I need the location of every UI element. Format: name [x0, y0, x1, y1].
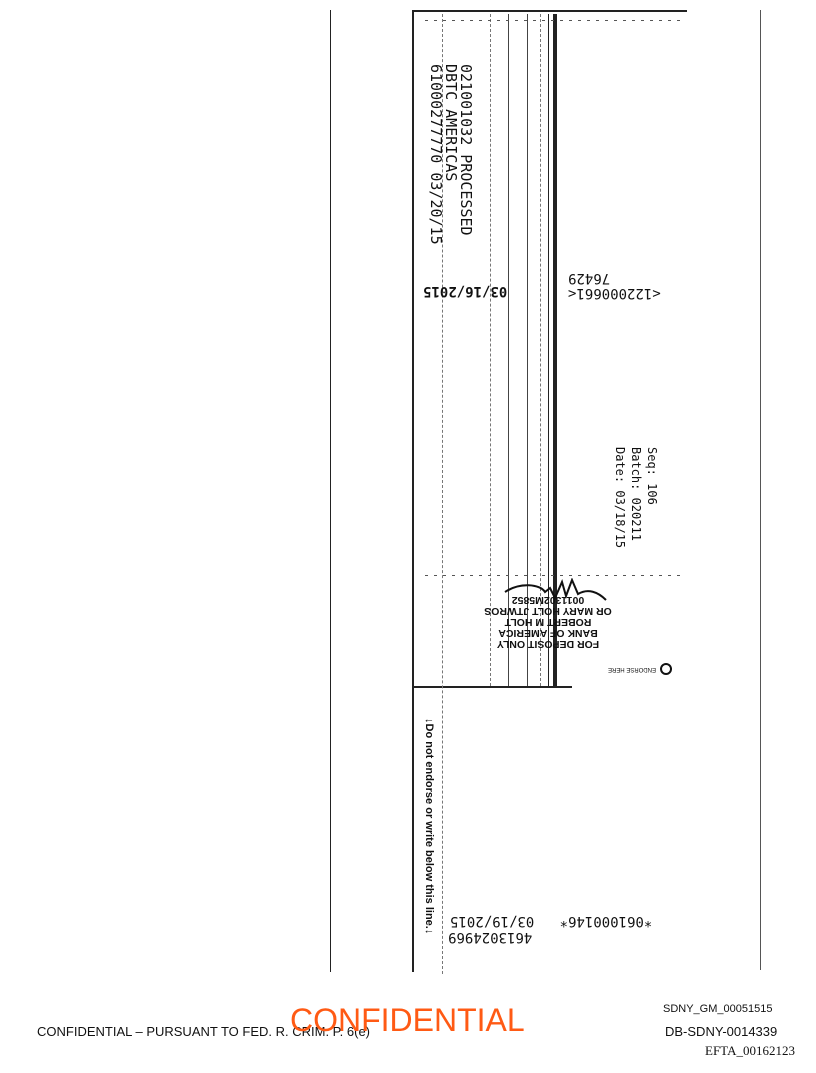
endorsement-line: BANK OF AMERICA	[498, 627, 598, 639]
processed-line: 61000277770 03/20/15	[427, 64, 445, 245]
check-edge-thick	[553, 14, 557, 686]
micr-top: <122000661< 76429	[568, 270, 661, 301]
dotted-row	[425, 20, 685, 21]
check-line	[508, 14, 509, 686]
bates-number: EFTA_00162123	[705, 1043, 795, 1058]
scan-right-edge	[760, 10, 761, 970]
endorse-warning: ↓Do not endorse or write below this line…	[423, 718, 435, 935]
endorsement-line: FOR DEPOSIT ONLY	[496, 638, 600, 650]
processed-line: 021001032 PROCESSED	[457, 64, 475, 236]
micr-bottom-line2: *061000146* 03/19/2015	[449, 913, 653, 929]
check-edge-thin	[548, 14, 549, 686]
scan-left-edge	[412, 10, 414, 972]
scan-top-edge	[412, 10, 687, 12]
micr-bottom-line1: 4613024969	[448, 929, 533, 945]
micr-number: 76429	[568, 270, 611, 286]
processed-stamp: 021001032 PROCESSED DBTC AMERICAS 610002…	[427, 64, 475, 245]
left-margin-line	[330, 10, 331, 972]
date-label: Date: 03/18/15	[613, 447, 627, 549]
dotted-guide	[442, 14, 443, 974]
seq-label: Seq: 106	[645, 447, 659, 505]
endorsement-line: ROBERT M HOLT	[504, 616, 592, 628]
endorse-here-label: ENDORSE HERE	[608, 663, 673, 675]
endorse-divider-line	[412, 686, 572, 688]
batch-info: Seq: 106 Batch: 020211 Date: 03/18/15	[612, 447, 660, 548]
endorsement-stamp: FOR DEPOSIT ONLY BANK OF AMERICA ROBERT …	[478, 594, 618, 650]
endorse-here-circle-icon	[660, 663, 673, 675]
micr-top-date: 03/16/2015	[423, 283, 508, 299]
check-line	[527, 14, 528, 686]
micr-routing: <122000661<	[568, 285, 661, 301]
signature	[504, 578, 607, 601]
bates-number: SDNY_GM_00051515	[663, 1003, 773, 1015]
micr-bottom: 4613024969 *061000146* 03/19/2015	[448, 913, 652, 945]
bates-number: DB-SDNY-0014339	[665, 1024, 778, 1039]
confidential-notice: CONFIDENTIAL – PURSUANT TO FED. R. CRIM.…	[37, 1024, 371, 1039]
endorsement-line: 0011302M5852	[511, 594, 585, 606]
endorsement-line: OR MARY HOLT JTWROS	[484, 605, 612, 617]
processed-line: DBTC AMERICAS	[442, 64, 460, 182]
dotted-row	[425, 575, 680, 576]
dotted-guide	[540, 14, 541, 686]
dotted-guide	[490, 14, 491, 686]
batch-label: Batch: 020211	[629, 447, 643, 541]
confidential-stamp: CONFIDENTIAL	[290, 1002, 525, 1038]
